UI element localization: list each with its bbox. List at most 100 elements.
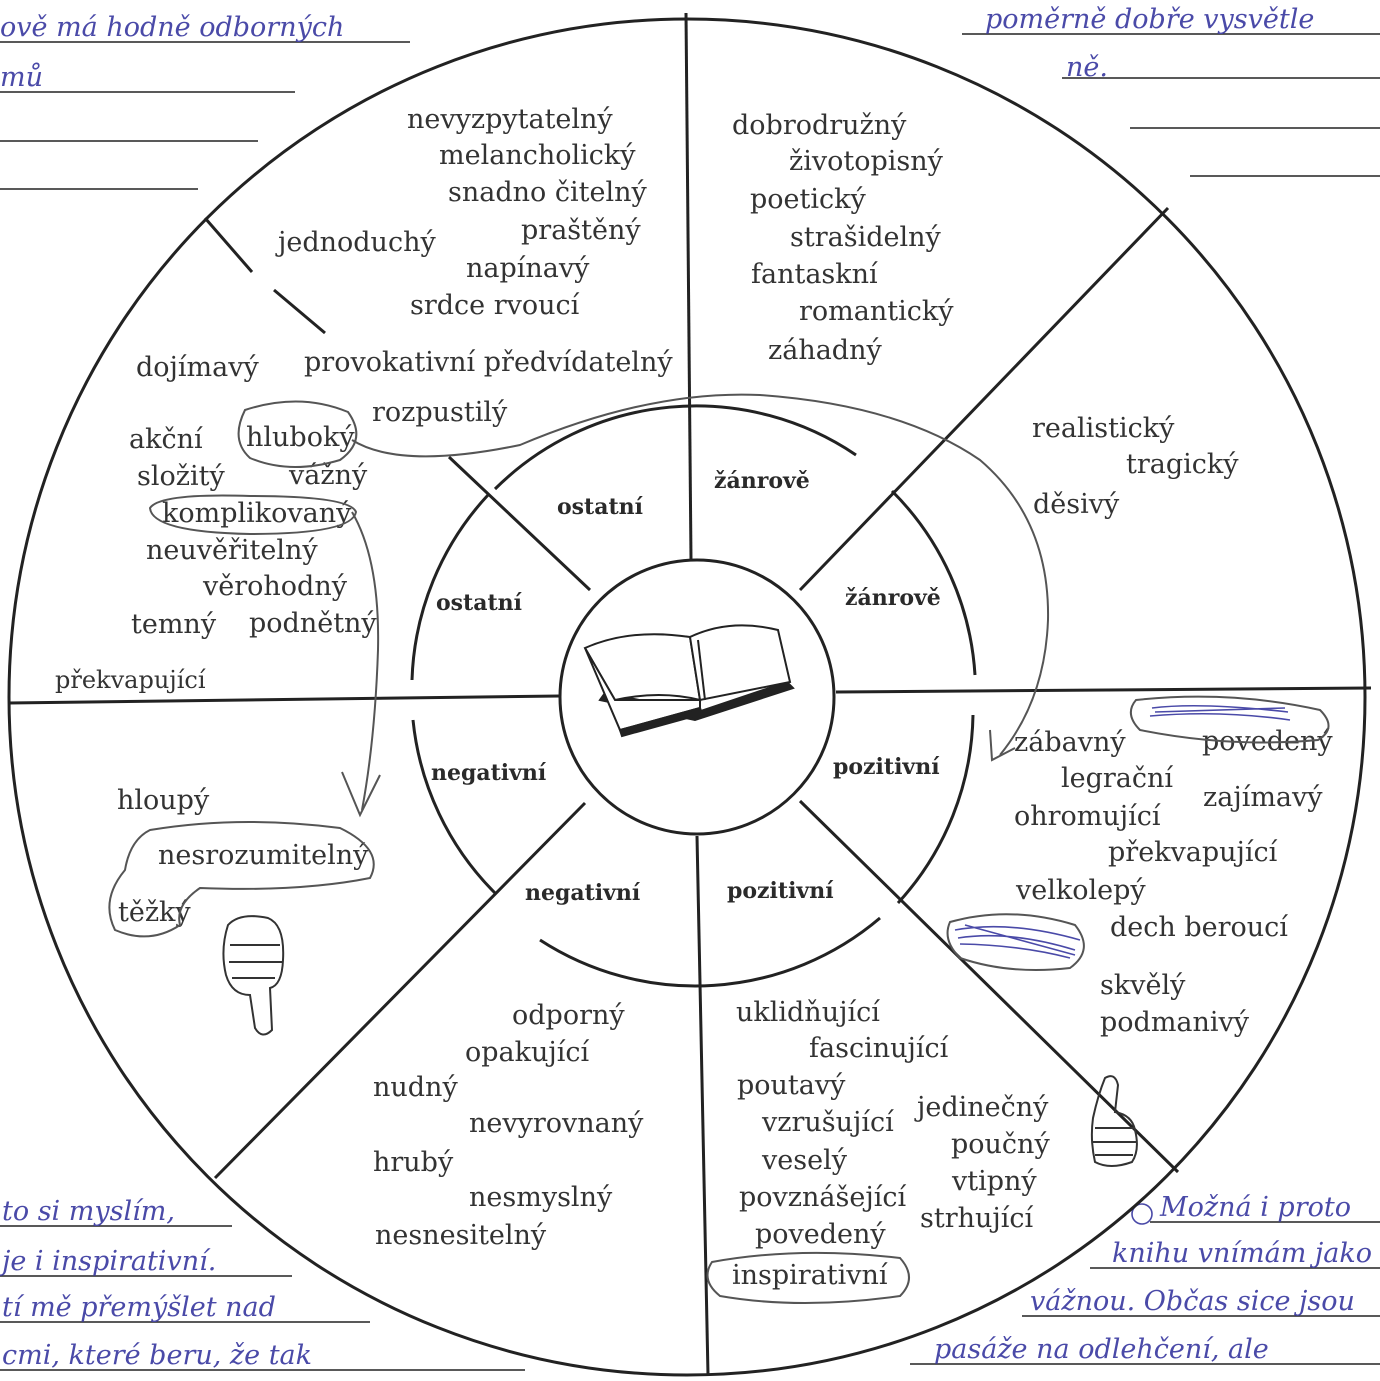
sector-right-upper: realistický tragický děsivý <box>1032 413 1239 520</box>
word-zabavny: zábavný <box>1014 727 1126 758</box>
sector-right-lower: zábavný povedený legrační zajímavý ohrom… <box>1014 726 1333 1038</box>
word-povznasejici: povznášející <box>739 1182 906 1213</box>
word-jedinecny: jedinečný <box>914 1092 1049 1123</box>
word-podnetny: podnětný <box>249 608 377 639</box>
pencil-annotations <box>108 393 1330 1304</box>
sector-bottom-left: odporný opakující nudný nevyrovnaný hrub… <box>373 1000 644 1251</box>
word-vazny: vážný <box>288 460 368 491</box>
word-vzrusujici: vzrušující <box>761 1107 894 1138</box>
word-provokativni-predvidatelny: provokativní předvídatelný <box>304 347 673 378</box>
note-bottom-right-4: pasáže na odlehčení, ale <box>934 1334 1269 1365</box>
word-hluboky: hluboký <box>246 422 355 453</box>
note-top-right-2: ně. <box>1066 52 1108 83</box>
number-two-circle <box>1131 1203 1153 1225</box>
note-bottom-left-3: tí mě přemýšlet nad <box>2 1292 276 1323</box>
word-strhujici: strhující <box>920 1203 1034 1234</box>
word-snadno-citelny: snadno čitelný <box>448 177 647 208</box>
word-napinavy: napínavý <box>466 253 590 284</box>
thumbs-down-icon <box>222 915 285 1036</box>
word-realisticky: realistický <box>1032 413 1175 444</box>
label-inner-negativni: negativní <box>431 760 547 786</box>
wheel <box>7 12 1372 1377</box>
word-nesmyslny: nesmyslný <box>469 1182 613 1213</box>
word-inspirativni: inspirativní <box>732 1260 888 1291</box>
scribble-right-middle <box>954 924 1081 959</box>
sector-left-lower: hloupý nesrozumitelný těžký <box>117 785 369 928</box>
note-top-right-1: poměrně dobře vysvětle <box>985 4 1314 35</box>
sector-bottom-right: uklidňující fascinující poutavý jedinečn… <box>732 997 1050 1291</box>
middle-ring-upper <box>410 404 977 681</box>
word-poutavy: poutavý <box>737 1070 846 1101</box>
word-strasidelny: strašidelný <box>790 222 941 253</box>
note-top-left-2: mů <box>0 61 43 93</box>
word-romanticky: romantický <box>799 296 954 327</box>
label-inner-pozitivni: pozitivní <box>833 754 940 780</box>
scribbles <box>946 704 1291 972</box>
word-komplikovany: komplikovaný <box>162 498 352 529</box>
word-hloupy: hloupý <box>117 785 210 816</box>
word-fascinujici: fascinující <box>809 1033 949 1064</box>
word-povedeny-bottom: povedený <box>755 1219 886 1250</box>
arrow-head-zabavny <box>989 729 1016 762</box>
scribble-right-top <box>1149 704 1291 721</box>
word-zahadny: záhadný <box>768 335 882 366</box>
note-bottom-right-2: knihu vnímám jako <box>1112 1238 1372 1269</box>
circle-komplikovany <box>148 494 358 536</box>
handwritten-notes: ově má hodně odborných mů poměrně dobře … <box>0 4 1380 1371</box>
word-nudny: nudný <box>373 1072 458 1103</box>
word-zajimavy: zajímavý <box>1203 782 1323 813</box>
word-nevyrovnany: nevyrovnaný <box>469 1108 644 1139</box>
word-melancholicky: melancholický <box>439 140 636 171</box>
word-podmanivy: podmanivý <box>1100 1007 1250 1038</box>
word-prasteny: praštěný <box>521 215 641 246</box>
word-ohromujici: ohromující <box>1014 801 1161 832</box>
word-skvely: skvělý <box>1100 970 1186 1001</box>
word-verohodny: věrohodný <box>202 571 348 602</box>
word-srdce-rvouci: srdce rvoucí <box>410 290 580 321</box>
note-bottom-left-2: je i inspirativní. <box>0 1246 216 1277</box>
word-prekvapujici-left: překvapující <box>55 666 206 694</box>
word-slozity: složitý <box>137 461 225 492</box>
label-inner-zanrove: žánrově <box>845 585 941 611</box>
word-nesrozumitelny: nesrozumitelný <box>158 840 369 871</box>
word-vesely: veselý <box>761 1145 848 1176</box>
sector-top-left: nevyzpytatelný melancholický snadno čite… <box>275 104 673 378</box>
word-rozpustily: rozpustilý <box>372 397 508 428</box>
word-tragicky: tragický <box>1126 449 1239 480</box>
word-zivotopisny: životopisný <box>789 146 944 177</box>
word-legracni: legrační <box>1061 763 1173 794</box>
thumbs-up-icon <box>1090 1075 1138 1167</box>
sector-left-upper: dojímavý rozpustilý akční hluboký složit… <box>55 352 508 694</box>
word-jednoduchy: jednoduchý <box>275 227 436 258</box>
circle-povedeny <box>1129 695 1330 744</box>
circle-nesrozumitelny-tezky <box>108 821 375 938</box>
note-bottom-left-1: to si myslím, <box>2 1196 175 1227</box>
word-hruby: hrubý <box>373 1147 454 1178</box>
word-dech-beroucí: dech beroucí <box>1110 912 1288 943</box>
word-dojimavy: dojímavý <box>136 352 259 383</box>
label-outer-pozitivni: pozitivní <box>727 878 834 904</box>
arrow-curve-to-nesrozumitelny <box>351 511 380 811</box>
word-opakujici: opakující <box>465 1037 590 1068</box>
word-uklidnujici: uklidňující <box>736 997 880 1028</box>
note-top-left-1: ově má hodně odborných <box>0 12 344 43</box>
middle-ring-lower <box>411 714 975 988</box>
circle-inspirativni <box>706 1251 910 1304</box>
book-icon <box>583 624 795 738</box>
word-prekvapujici-right: překvapující <box>1108 837 1278 868</box>
word-vtipny: vtipný <box>951 1166 1037 1197</box>
label-outer-negativni: negativní <box>525 880 641 906</box>
word-poucny: poučný <box>951 1129 1050 1160</box>
circle-scribble <box>946 913 1085 972</box>
sector-labels: ostatní žánrově ostatní žánrově negativn… <box>431 468 941 906</box>
label-outer-ostatni: ostatní <box>557 494 644 520</box>
word-nesnesitelny: nesnesitelný <box>375 1220 547 1251</box>
word-dobrodruzny: dobrodružný <box>732 110 907 141</box>
note-bottom-right-3: vážnou. Občas sice jsou <box>1030 1286 1355 1317</box>
arrow-head-nesrozumitelny <box>341 771 381 818</box>
word-neuveritelny: neuvěřitelný <box>146 535 318 566</box>
word-velkolepy: velkolepý <box>1015 875 1146 906</box>
word-odporny: odporný <box>512 1000 625 1031</box>
sector-top-right: dobrodružný životopisný poetický strašid… <box>732 110 954 366</box>
